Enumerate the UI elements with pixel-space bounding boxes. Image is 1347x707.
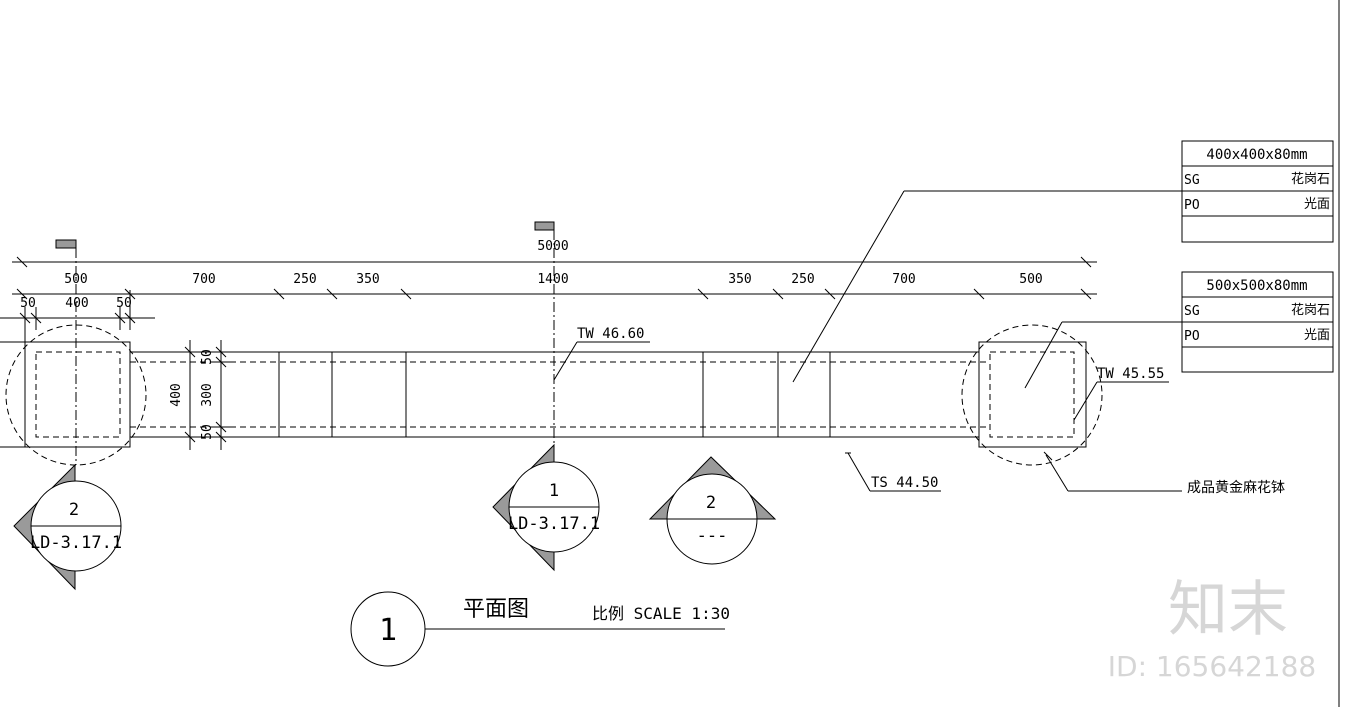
- leader-400-table: [792, 190, 905, 383]
- bench-outline: [0, 341, 1087, 448]
- table-size: 400x400x80mm: [1206, 147, 1307, 163]
- dim-700-left: 700: [192, 272, 215, 287]
- table-code: SG: [1184, 304, 1200, 319]
- marker-reference: ---: [697, 526, 728, 546]
- material-table-500: 500x500x80mm SG 花岗石 PO 光面: [1181, 271, 1334, 373]
- sub-dimension-line: 50 400 50: [0, 290, 155, 440]
- dim-50-b: 50: [116, 296, 132, 311]
- dim-350-right: 350: [728, 272, 751, 287]
- left-planter-box: [24, 341, 131, 448]
- title-name: 平面图: [463, 597, 529, 622]
- table-code: PO: [1184, 329, 1200, 344]
- left-section-flag: [55, 239, 77, 249]
- dim-400: 400: [65, 296, 88, 311]
- section-marker-1-center: 1 LD-3.17.1: [492, 443, 600, 572]
- marker-reference: LD-3.17.1: [508, 514, 600, 534]
- dim-350-left: 350: [356, 272, 379, 287]
- planter-note-text: 成品黄金麻花钵: [1187, 479, 1285, 496]
- vdim-400: 400: [169, 383, 184, 406]
- dim-250-left: 250: [293, 272, 316, 287]
- marker-number: 2: [706, 493, 716, 513]
- right-planter-inner: [989, 351, 1075, 438]
- leader-planter-note: [1045, 454, 1069, 492]
- dim-700-right: 700: [892, 272, 915, 287]
- vdim-300: 300: [200, 383, 215, 406]
- dim-250-right: 250: [791, 272, 814, 287]
- marker-number: 1: [549, 481, 559, 501]
- table-code: PO: [1184, 198, 1200, 213]
- material-table-400: 400x400x80mm SG 花岗石 PO 光面: [1181, 140, 1334, 243]
- right-planter-pot: [961, 324, 1103, 466]
- marker-reference: LD-3.17.1: [30, 533, 122, 553]
- table-desc: 花岗石: [1291, 302, 1330, 318]
- dim-500-right: 500: [1019, 272, 1042, 287]
- vertical-dimension: 400 50 300 50: [169, 340, 235, 450]
- table-code: SG: [1184, 173, 1200, 188]
- title-scale: 比例 SCALE 1:30: [592, 604, 730, 623]
- tw-right-label: TW 45.55: [1073, 366, 1169, 421]
- table-desc: 光面: [1304, 197, 1330, 212]
- vdim-50-bottom: 50: [200, 424, 215, 440]
- left-planter-pot: [5, 324, 147, 466]
- watermark-id: ID: 165642188: [1108, 650, 1316, 683]
- right-planter-box: [978, 341, 1087, 448]
- table-size: 500x500x80mm: [1206, 278, 1307, 294]
- dim-1400: 1400: [537, 272, 568, 287]
- section-marker-2-left: 2 LD-3.17.1: [13, 463, 122, 591]
- tw-right-text: TW 45.55: [1097, 366, 1164, 382]
- leader-500-table: [1024, 321, 1063, 389]
- table-desc: 光面: [1304, 328, 1330, 343]
- ts-text: TS 44.50: [871, 475, 938, 491]
- watermark-brand: 知末: [1168, 575, 1288, 645]
- center-section-flag: [534, 221, 555, 231]
- table-desc: 花岗石: [1291, 171, 1330, 187]
- vdim-50-top: 50: [200, 349, 215, 365]
- dim-50-a: 50: [20, 296, 36, 311]
- tw-center-text: TW 46.60: [577, 326, 644, 342]
- drawing-title: 1 平面图 比例 SCALE 1:30: [350, 591, 730, 667]
- title-number: 1: [379, 613, 397, 648]
- tw-center-label: TW 46.60: [553, 326, 650, 381]
- ts-label: TS 44.50: [845, 452, 941, 492]
- left-planter-inner: [35, 351, 121, 438]
- section-marker-2-right: 2 ---: [648, 456, 777, 565]
- overall-dimension-text: 5000: [537, 239, 568, 254]
- marker-number: 2: [69, 500, 79, 520]
